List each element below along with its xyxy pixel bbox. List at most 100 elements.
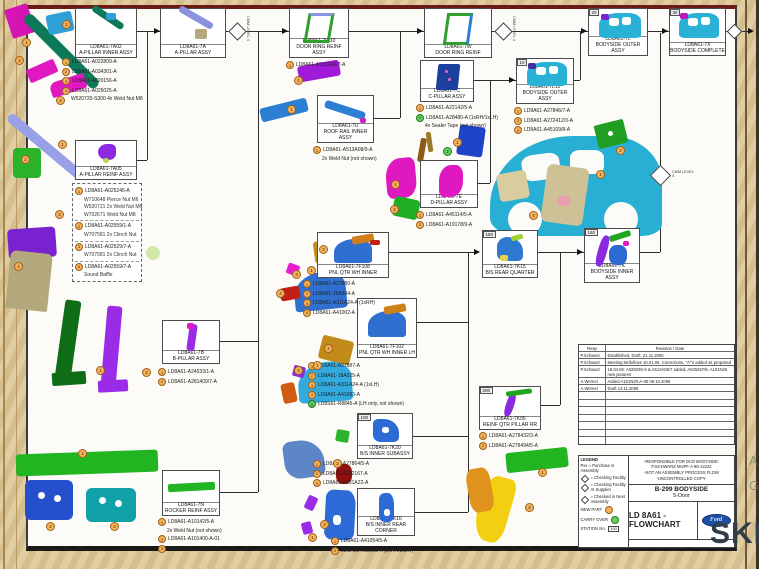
note-line: -NOT AN ASSEMBLY PROCESS FLOW <box>644 469 719 475</box>
part-number-text: LD8A61-A101400-A-03 <box>168 545 220 552</box>
part-illustration <box>495 169 531 203</box>
part-illustration <box>540 163 590 227</box>
item-number-chip: 3 <box>62 77 70 86</box>
part-illustration <box>609 18 619 26</box>
part-number-text: LD8A61-A22142/5-A <box>426 105 473 111</box>
box-title: A-PILLAR ASSY <box>174 49 212 56</box>
item-number-chip: 4 <box>62 86 70 95</box>
part-note-text: W702671 Weld Nut M8 <box>84 211 136 218</box>
arrow-icon <box>154 28 163 34</box>
connector-line <box>137 31 160 33</box>
part-illustration <box>106 13 116 20</box>
part-illustration <box>195 29 207 39</box>
connector-line <box>478 183 490 185</box>
connector-line <box>244 31 289 33</box>
part-illustration <box>86 488 136 522</box>
callout-chip: 3 <box>294 366 303 375</box>
revision-cell: P.Schwarz <box>580 352 600 358</box>
revision-cell: A.Werner <box>580 385 599 391</box>
revision-row <box>579 436 734 444</box>
part-number-text: LD8A61-15A304-A <box>313 290 355 297</box>
arrow-icon <box>282 28 291 34</box>
connector-line <box>560 252 562 405</box>
callout-chip: 4 <box>529 211 538 220</box>
box-id: LD8A61-7C <box>433 88 461 94</box>
item-number-chip: 1 <box>313 146 321 154</box>
part-number-text: 2x Weld Nut (not shown) <box>167 527 222 534</box>
program-name: B-299 BODYSIDE <box>654 486 709 494</box>
part-number-text: LD8A61-A278432/3-A <box>489 433 538 439</box>
program-block: B-299 BODYSIDE 5-Door <box>629 485 734 502</box>
title-block-footer <box>629 539 734 547</box>
item-number-chip: 3 <box>308 381 316 390</box>
callout-chip: 1 <box>538 468 547 477</box>
part-number-text: W520720-S300 4x Weld Nut M8 <box>71 96 143 103</box>
part-illustration <box>601 14 609 20</box>
border-texture-line <box>756 0 759 569</box>
arrow-icon <box>748 28 757 34</box>
revision-cell: Draft 13.11.2006 <box>605 385 734 392</box>
part-illustration <box>435 64 461 90</box>
box-title: BODYSIDE OUTER ASSY <box>522 90 568 102</box>
legend-text: STATION No. <box>580 525 606 531</box>
arrow-icon <box>474 249 483 255</box>
item-number-chip: 1 <box>158 368 166 376</box>
drawing-title: LD 8A61 - FLOWCHART <box>629 511 681 530</box>
callout-chip: 2 <box>390 205 399 214</box>
station-number-sample: 100 <box>607 525 620 533</box>
box-id: LD8A61-7A05 <box>90 166 122 172</box>
revision-cell <box>579 437 605 444</box>
item-number-chip: 1 <box>313 460 321 468</box>
title-block: LEGEND Pxx = Purchase in Assembly = Chec… <box>578 455 735 548</box>
item-number-chip: 2 <box>313 469 321 478</box>
item-number-chip: 3 <box>158 544 166 553</box>
part-number-text: LD8A61-A025025-A <box>72 87 117 94</box>
revision-cell <box>579 422 605 429</box>
part-number-text: 4x Sealer Tape (not shown) <box>425 123 486 130</box>
edge-watermark-letter: A <box>749 453 758 468</box>
callout-chip: 4 <box>56 96 65 105</box>
logo-cell: Ford <box>697 501 734 539</box>
item-number-chip: 3 <box>303 299 311 308</box>
part-illustration <box>98 144 116 160</box>
callout-chip: 2 <box>324 344 333 353</box>
revision-cell <box>579 400 605 407</box>
item-number-chip: 3 <box>313 479 321 488</box>
part-number-text: LD8A61-A031A22-A <box>323 480 369 487</box>
part-illustration <box>38 492 45 499</box>
legend-new-part: NEW PART <box>581 506 627 515</box>
part-illustration <box>549 66 558 74</box>
revision-cell <box>605 392 734 399</box>
box-id: LD8A61-7W10 <box>302 38 336 45</box>
item-number-chip: 1 <box>303 280 311 288</box>
cmm-label: CMM LEVEL 4 <box>672 170 694 179</box>
connector-line <box>541 405 560 407</box>
item-number-chip: 1 <box>479 432 487 440</box>
revision-row <box>579 406 734 414</box>
item-number-chip: 1 <box>514 107 522 115</box>
part-number-text: LD8A61-A02529/7-A <box>85 243 132 250</box>
part-illustration <box>379 493 394 522</box>
part-list-item: 4x Sealer Tape (not shown) <box>416 123 498 129</box>
item-number-chip: 3 <box>75 242 83 251</box>
part-number-text: LD8A61-A19178/9-A <box>426 221 473 228</box>
part-illustration <box>528 63 536 69</box>
station-number: 100 <box>358 414 371 422</box>
